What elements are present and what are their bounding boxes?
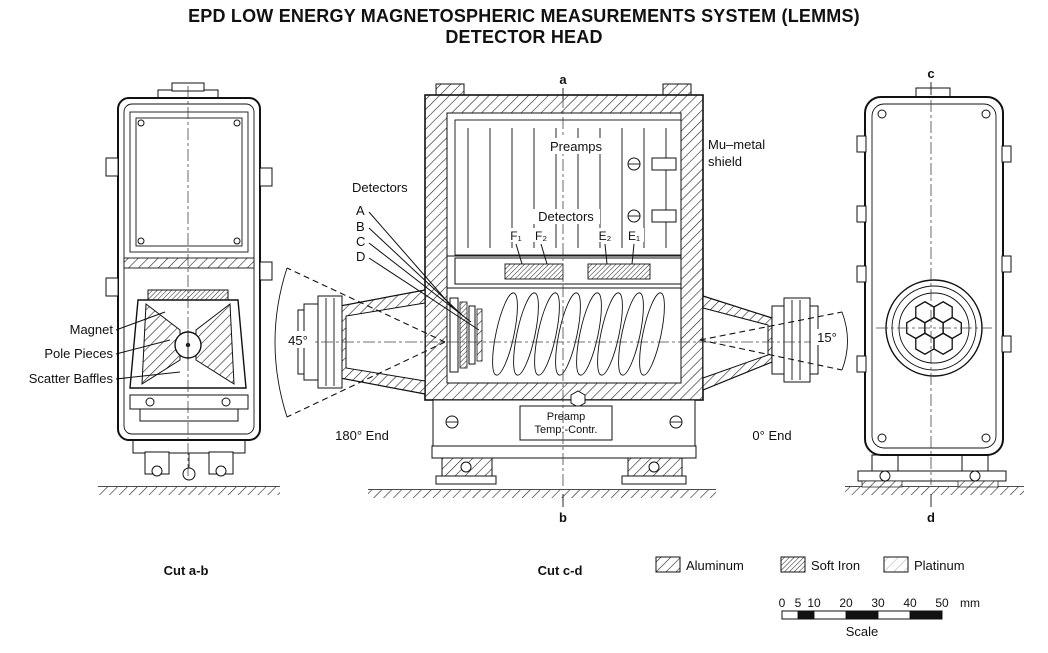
end-180-label: 180° End: [335, 428, 389, 443]
detector-f2-label: F₂: [535, 229, 547, 243]
preamp-box-label-line1: Preamp: [547, 411, 586, 423]
cut-cd-label: Cut c-d: [538, 563, 583, 578]
aluminum-label: Aluminum: [686, 558, 744, 573]
detectors-side-label: Detectors: [352, 180, 408, 195]
scale-tick-40: 40: [903, 596, 917, 610]
mu-metal-label-line2: shield: [708, 154, 742, 169]
scatter-baffles-label: Scatter Baffles: [29, 371, 114, 386]
left-view-labels: Magnet Pole Pieces Scatter Baffles: [29, 311, 181, 386]
scale-tick-5: 5: [795, 596, 802, 610]
detector-b-label: B: [356, 219, 365, 234]
scale-label: Scale: [846, 624, 879, 639]
platinum-label: Platinum: [914, 558, 965, 573]
detectors-upper-label: Detectors: [538, 209, 594, 224]
section-mark-d: d: [927, 510, 935, 525]
center-view-labels: a b Preamps Detectors F₁ F₂ E₂ E₁ Detect…: [281, 72, 843, 525]
detector-d-label: D: [356, 249, 365, 264]
material-legend: Aluminum Soft Iron Platinum: [655, 556, 965, 573]
section-mark-c: c: [927, 66, 934, 81]
angle-15-label: 15°: [817, 330, 837, 345]
right-view-drawing: [845, 87, 1024, 495]
scale-tick-30: 30: [871, 596, 885, 610]
detector-f1-label: F₁: [510, 229, 521, 243]
scale-tick-0: 0: [779, 596, 786, 610]
detector-e2-label: E₂: [599, 229, 612, 243]
mu-metal-label-line1: Mu–metal: [708, 137, 765, 152]
soft-iron-swatch: [780, 556, 806, 573]
platinum-swatch: [883, 556, 909, 573]
left-view-drawing: [98, 82, 280, 495]
scale-tick-50: 50: [935, 596, 949, 610]
angle-45-label: 45°: [288, 333, 308, 348]
magnet-label: Magnet: [70, 322, 114, 337]
page-title-line1: EPD LOW ENERGY MAGNETOSPHERIC MEASUREMEN…: [188, 6, 860, 26]
scale-tick-10: 10: [807, 596, 821, 610]
soft-iron-label: Soft Iron: [811, 558, 860, 573]
scale-bar: 0 5 10 20 30 40 50 mm Scale: [779, 596, 980, 639]
scale-unit: mm: [960, 596, 980, 610]
preamps-label: Preamps: [550, 139, 603, 154]
section-mark-a: a: [559, 72, 567, 87]
aluminum-swatch: [655, 556, 681, 573]
right-view-labels: c d: [927, 66, 935, 525]
end-0-label: 0° End: [752, 428, 791, 443]
scale-tick-20: 20: [839, 596, 853, 610]
cut-ab-label: Cut a-b: [164, 563, 209, 578]
detector-e1-label: E₁: [628, 229, 640, 243]
section-mark-b: b: [559, 510, 567, 525]
preamp-box-label-line2: Temp.-Contr.: [535, 424, 598, 436]
page-title-line2: DETECTOR HEAD: [445, 27, 602, 47]
detector-c-label: C: [356, 234, 365, 249]
pole-pieces-label: Pole Pieces: [44, 346, 113, 361]
detector-a-label: A: [356, 203, 365, 218]
